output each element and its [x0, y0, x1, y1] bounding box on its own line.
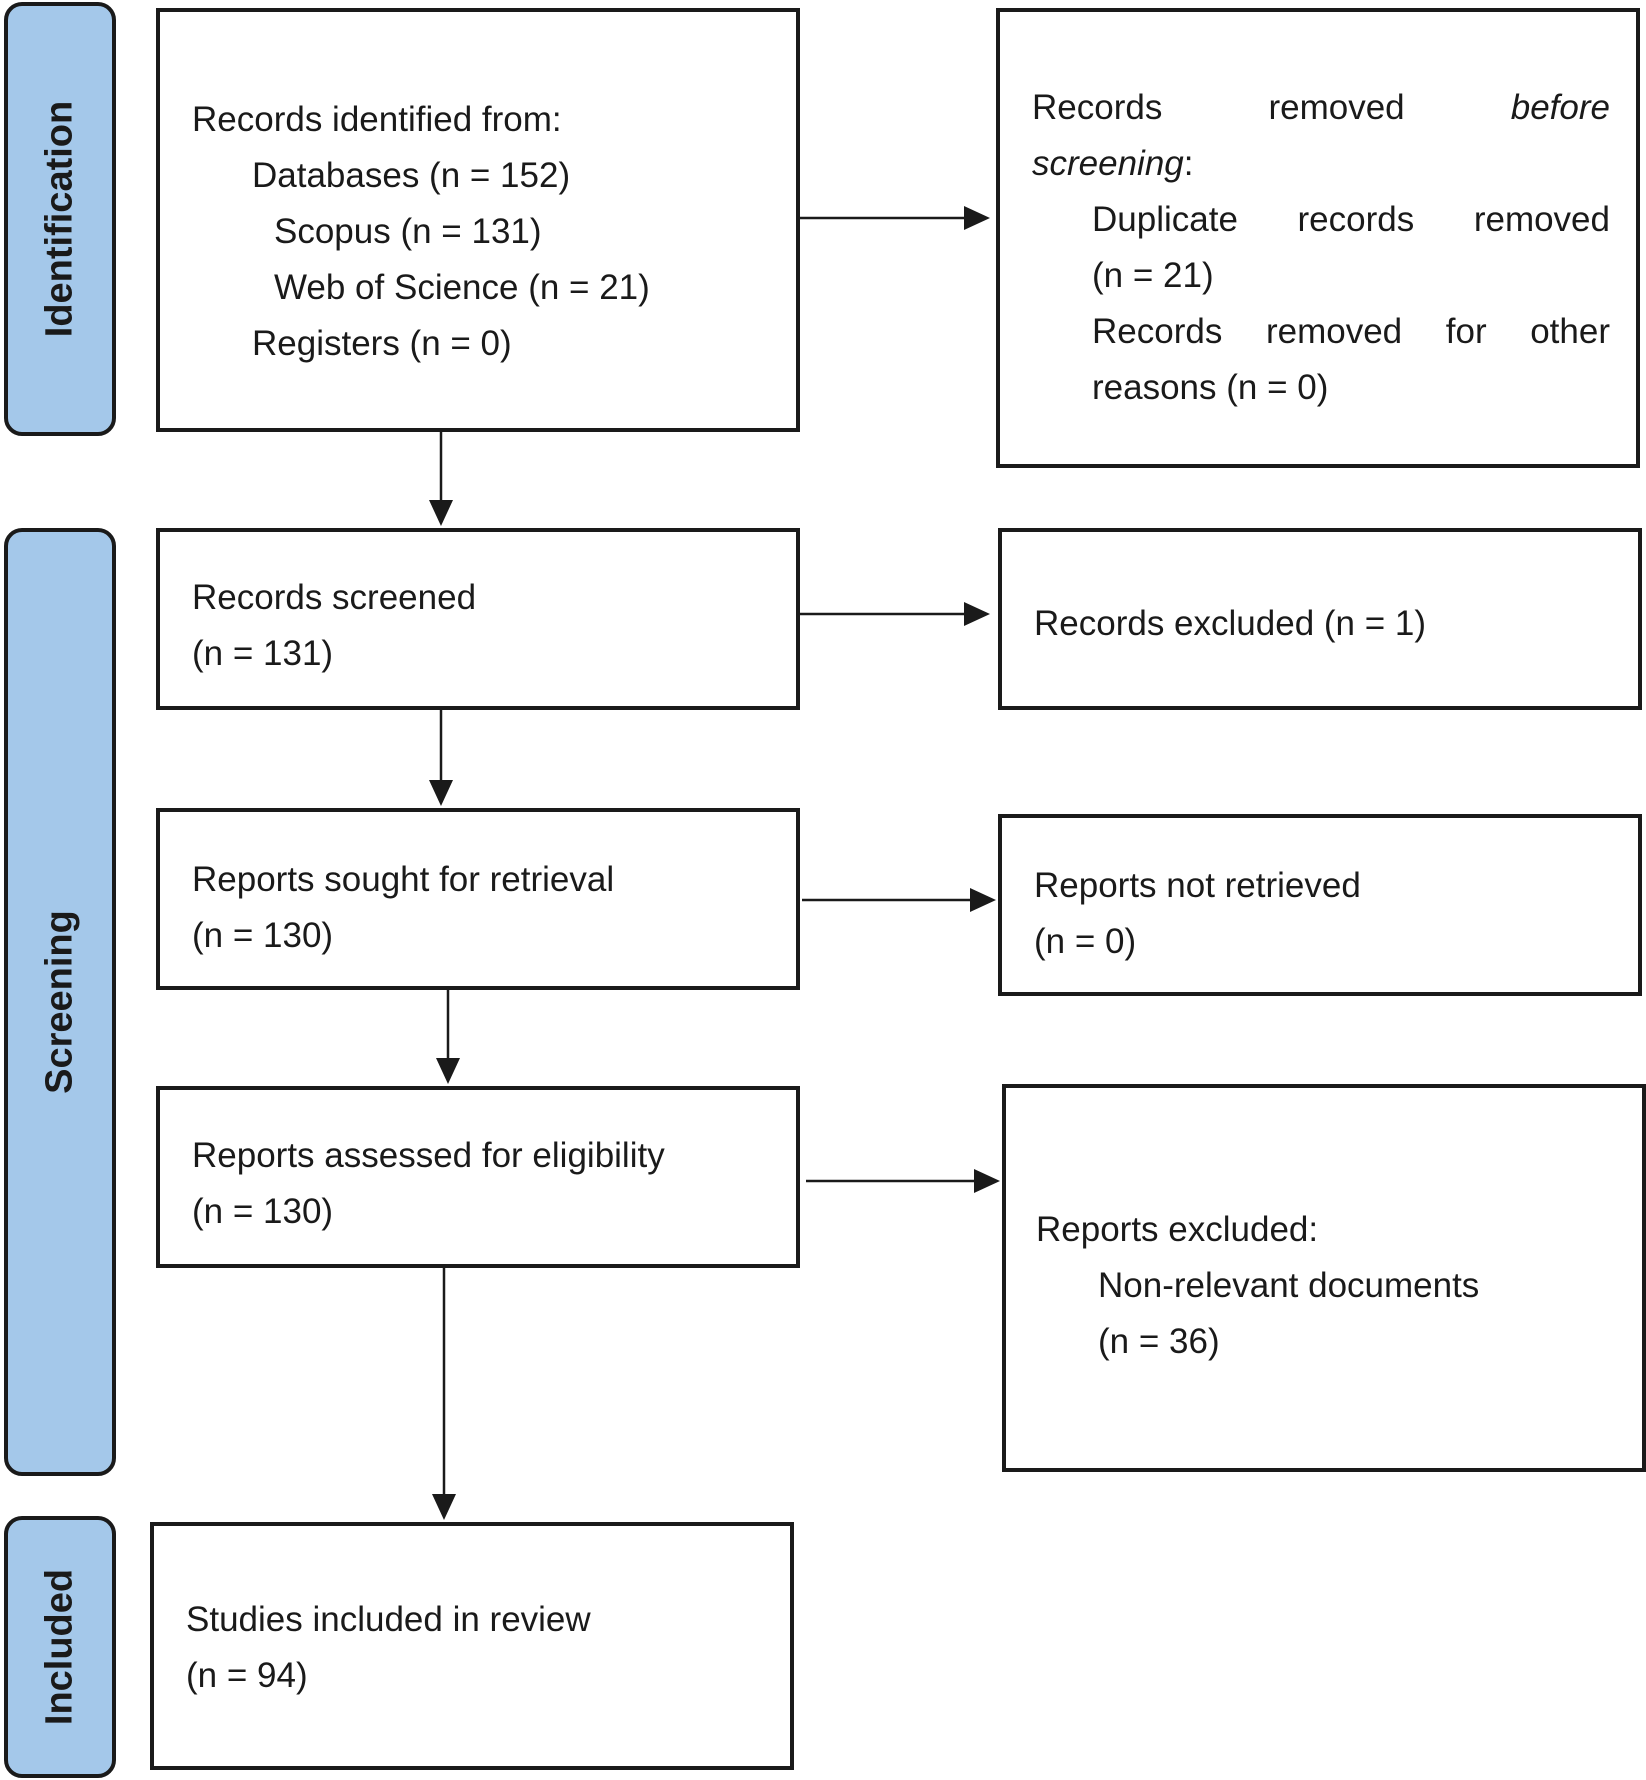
records-excluded-box: Records excluded (n = 1)	[998, 528, 1642, 710]
heading-word-removed: removed	[1268, 88, 1405, 127]
reports-assessed-count: (n = 130)	[192, 1192, 334, 1231]
duplicates-removed-line1: Duplicate records removed	[1092, 200, 1610, 239]
heading-word-records: Records	[1032, 88, 1163, 127]
arrowhead-sought-to-assessed	[436, 1058, 460, 1084]
heading-word-screening: screening	[1032, 144, 1184, 183]
reports-sought-box: Reports sought for retrieval (n = 130)	[156, 808, 800, 990]
duplicates-removed-line2: (n = 21)	[1092, 256, 1214, 295]
heading-word-before: before	[1510, 88, 1610, 127]
arrowhead-assessed-to-excluded	[974, 1169, 1000, 1193]
heading-colon: :	[1183, 144, 1194, 183]
records-removed-heading-line2: screening:	[1032, 136, 1194, 192]
reports-not-retrieved-count: (n = 0)	[1034, 922, 1137, 961]
reports-not-retrieved-box: Reports not retrieved (n = 0)	[998, 814, 1642, 996]
reports-sought-label: Reports sought for retrieval	[192, 860, 615, 899]
records-screened-label: Records screened	[192, 578, 477, 617]
records-removed-heading: Records removed before	[1032, 80, 1610, 136]
reports-excluded-count: (n = 36)	[1098, 1322, 1220, 1361]
arrowhead-assessed-to-included	[432, 1494, 456, 1520]
phase-screening: Screening	[4, 528, 116, 1476]
databases-count: Databases (n = 152)	[252, 156, 571, 195]
arrowhead-screened-to-excluded	[964, 602, 990, 626]
records-excluded-label: Records excluded (n = 1)	[1034, 604, 1427, 643]
arrowhead-identified-to-screened	[429, 500, 453, 526]
studies-included-label: Studies included in review	[186, 1600, 591, 1639]
other-removed-line2: reasons (n = 0)	[1092, 368, 1329, 407]
phase-included: Included	[4, 1516, 116, 1778]
arrowhead-sought-to-not-retrieved	[970, 888, 996, 912]
reports-excluded-heading: Reports excluded:	[1036, 1210, 1319, 1249]
arrowhead-identified-to-removed	[964, 206, 990, 230]
records-identified-heading: Records identified from:	[192, 100, 562, 139]
records-screened-count: (n = 131)	[192, 634, 334, 673]
registers-count: Registers (n = 0)	[252, 324, 512, 363]
reports-assessed-label: Reports assessed for eligibility	[192, 1136, 665, 1175]
records-identified-box: Records identified from: Databases (n = …	[156, 8, 800, 432]
records-removed-box: Records removed before screening: Duplic…	[996, 8, 1640, 468]
records-screened-box: Records screened (n = 131)	[156, 528, 800, 710]
studies-included-count: (n = 94)	[186, 1656, 308, 1695]
reports-not-retrieved-label: Reports not retrieved	[1034, 866, 1361, 905]
arrowhead-screened-to-sought	[429, 780, 453, 806]
reports-excluded-reason: Non-relevant documents	[1098, 1266, 1480, 1305]
reports-sought-count: (n = 130)	[192, 916, 334, 955]
reports-assessed-box: Reports assessed for eligibility (n = 13…	[156, 1086, 800, 1268]
studies-included-box: Studies included in review (n = 94)	[150, 1522, 794, 1770]
reports-excluded-box: Reports excluded: Non-relevant documents…	[1002, 1084, 1646, 1472]
wos-count: Web of Science (n = 21)	[274, 268, 650, 307]
phase-identification: Identification	[4, 2, 116, 436]
scopus-count: Scopus (n = 131)	[274, 212, 542, 251]
other-removed-line1: Records removed for other	[1092, 312, 1610, 351]
